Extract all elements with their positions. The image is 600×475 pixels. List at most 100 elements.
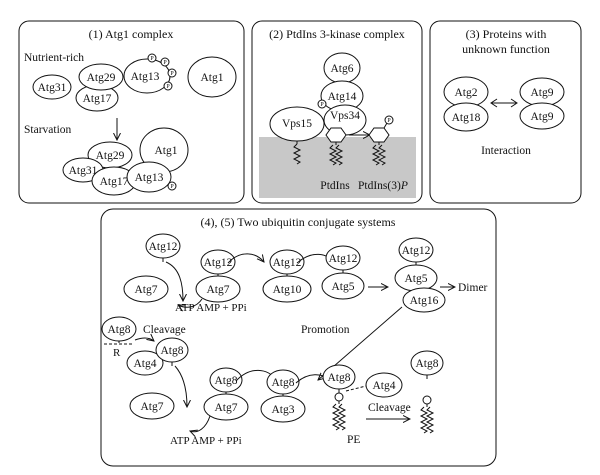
phospho-p	[167, 181, 177, 191]
interaction-label: Interaction	[481, 145, 531, 157]
atg13-label: Atg13	[131, 71, 160, 83]
panel-atg1-complex: (1) Atg1 complex Nutrient-rich Atg31 Atg…	[18, 20, 245, 204]
atg13-label: Atg13	[135, 172, 164, 184]
atg5-node	[321, 272, 365, 300]
atg12-label: Atg12	[402, 245, 431, 257]
ptdins-label: PtdIns	[320, 180, 350, 192]
svg-text:P: P	[387, 118, 391, 124]
atg18-label: Atg18	[452, 112, 481, 124]
atp-return-arrow	[178, 298, 203, 307]
atg12-label: Atg12	[204, 257, 233, 269]
atg18-node	[443, 102, 489, 132]
svg-text:P: P	[163, 60, 167, 66]
atg12-label: Atg12	[149, 241, 178, 253]
atg4-label: Atg4	[373, 380, 396, 392]
atg12-conjugation-system: Atg12 Atg7 Atg12 Atg7 ATP AMP + PPi Atg1…	[123, 233, 488, 314]
atg13-phospho-sites: P P P P	[147, 53, 177, 91]
phospho-p	[147, 53, 157, 63]
phospho-p	[160, 57, 170, 67]
atg31-node	[32, 74, 72, 100]
atg8-label: Atg8	[161, 345, 184, 357]
promotion-label: Promotion	[301, 324, 350, 336]
pe-headgroup	[422, 395, 432, 405]
starvation-complex: Atg1 Atg29 Atg31 Atg17 Atg13 P	[62, 127, 189, 196]
ptdins3p-phosphate: P	[400, 180, 408, 192]
atg29-label: Atg29	[96, 150, 125, 162]
svg-text:P: P	[166, 84, 170, 90]
svg-text:P: P	[170, 184, 174, 190]
atg16-node	[402, 287, 446, 313]
panel-2-title: (2) PtdIns 3-kinase complex	[269, 27, 405, 41]
cleavage-label: Cleavage	[368, 402, 411, 414]
phospho-p	[163, 81, 173, 91]
phospho-p	[384, 115, 394, 125]
atg13-node	[126, 161, 172, 193]
panel-unknown-function: (3) Proteins with unknown function Atg2 …	[429, 20, 582, 204]
atg4-node	[365, 372, 403, 398]
atg7-node	[203, 393, 249, 421]
pe-tail	[337, 403, 347, 431]
atg6-label: Atg6	[331, 63, 354, 75]
atg17-label: Atg17	[83, 93, 112, 105]
atg29-node	[78, 63, 124, 91]
atg9-node	[519, 102, 565, 130]
atg8-label: Atg8	[108, 324, 131, 336]
atg1-label: Atg1	[155, 145, 178, 157]
phosphate-link	[383, 122, 388, 129]
pe-tail	[419, 406, 429, 434]
atg8-label: Atg8	[272, 377, 295, 389]
pe-tail	[425, 406, 435, 434]
deconjugation-site	[345, 385, 367, 392]
pe-headgroup	[334, 392, 344, 402]
svg-text:P: P	[320, 102, 324, 108]
ptdins-tail	[334, 144, 344, 166]
atg3-node	[260, 395, 306, 423]
atg9-label: Atg9	[531, 87, 554, 99]
panel-1-frame	[18, 20, 245, 204]
atg12-label: Atg12	[329, 253, 358, 265]
cleavage-arrow	[134, 338, 154, 341]
dimer-label: Dimer	[458, 282, 488, 294]
lipid-anchor	[292, 143, 302, 165]
atp-amp-ppi-label: ATP AMP + PPi	[170, 435, 242, 447]
atg10-label: Atg10	[273, 284, 302, 296]
ptdins3p-headgroup	[368, 127, 390, 143]
atg8-label: Atg8	[416, 358, 439, 370]
nutrient-rich-complex: Atg31 Atg17 Atg29 Atg13	[32, 58, 171, 112]
ptdins3p-tail	[371, 144, 381, 166]
atg16-label: Atg16	[410, 295, 439, 307]
svg-text:P: P	[170, 71, 174, 77]
vps34-label: Vps34	[330, 110, 360, 122]
atg7-node	[195, 275, 241, 303]
starvation-label: Starvation	[24, 124, 72, 136]
panel-1-title: (1) Atg1 complex	[89, 27, 174, 41]
atg8-label: Atg8	[215, 375, 238, 387]
panel-4-title: (4), (5) Two ubiquitin conjugate systems	[201, 215, 396, 229]
atg1-label: Atg1	[201, 72, 224, 84]
atg8-label: Atg8	[328, 372, 351, 384]
atg17-label: Atg17	[100, 176, 129, 188]
atg7-label: Atg7	[135, 284, 158, 296]
atg5-label: Atg5	[332, 281, 355, 293]
ptdins3p-label: PtdIns(3)P	[358, 180, 408, 192]
pe-label: PE	[347, 434, 360, 446]
atg7-to-atg10-arrow	[227, 253, 264, 264]
svg-text:P: P	[150, 56, 154, 62]
atg2-label: Atg2	[455, 87, 478, 99]
r-label: R	[113, 347, 121, 359]
atg3-label: Atg3	[272, 404, 295, 416]
atg7-label: Atg7	[141, 401, 164, 413]
ptdins3p-text: PtdIns(3)	[358, 180, 401, 192]
phospho-p	[317, 99, 327, 109]
ptdins-headgroup	[325, 127, 347, 143]
panel-ubiquitin-conjugate-systems: (4), (5) Two ubiquitin conjugate systems…	[100, 208, 497, 467]
atg12-to-atg7-arrow	[165, 261, 183, 301]
atg5-label: Atg5	[405, 273, 428, 285]
atg4-label: Atg4	[134, 358, 157, 370]
panel-3-title-line2: unknown function	[462, 42, 550, 56]
arrowhead-right	[510, 98, 518, 108]
atg7-node	[123, 275, 169, 303]
ptdins3p-tail	[377, 144, 387, 166]
vps15-label: Vps15	[282, 118, 312, 130]
